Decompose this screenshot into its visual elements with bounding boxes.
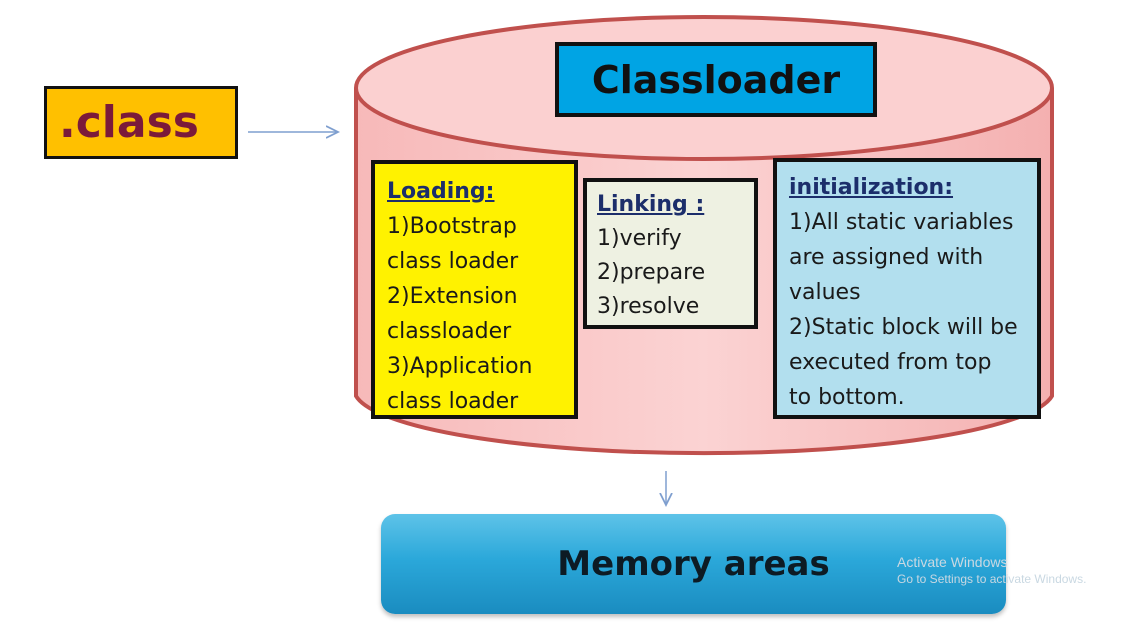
linking-panel: Linking : 1)verify 2)prepare 3)resolve [583, 178, 758, 329]
loading-line: classloader [387, 319, 512, 344]
loading-panel: Loading: 1)Bootstrap class loader 2)Exte… [371, 160, 578, 419]
initialization-line: are assigned with [789, 245, 984, 270]
linking-line: 3)resolve [597, 294, 700, 319]
memory-areas-box: Memory areas [381, 514, 1006, 614]
class-file-box: .class [44, 86, 238, 159]
initialization-line: 1)All static variables [789, 210, 1014, 235]
initialization-panel: initialization: 1)All static variables a… [773, 158, 1041, 419]
loading-line: class loader [387, 389, 519, 414]
watermark-subtitle: Go to Settings to activate Windows. [897, 572, 1087, 586]
loading-line: 3)Application [387, 354, 533, 379]
classloader-title: Classloader [591, 57, 841, 102]
watermark-title: Activate Windows [897, 554, 1008, 570]
memory-areas-label: Memory areas [557, 544, 830, 584]
linking-heading: Linking : [597, 192, 705, 217]
initialization-line: 2)Static block will be [789, 315, 1018, 340]
initialization-heading: initialization: [789, 175, 954, 200]
initialization-line: to bottom. [789, 385, 905, 410]
initialization-line: values [789, 280, 861, 305]
loading-line: 2)Extension [387, 284, 518, 309]
activation-watermark: Activate Windows Go to Settings to activ… [897, 554, 1086, 586]
classloader-title-box: Classloader [555, 42, 877, 117]
loading-line: class loader [387, 249, 519, 274]
loading-line: 1)Bootstrap [387, 214, 517, 239]
class-file-label: .class [59, 97, 199, 148]
initialization-line: executed from top [789, 350, 992, 375]
linking-line: 2)prepare [597, 260, 706, 285]
loading-heading: Loading: [387, 179, 495, 204]
linking-line: 1)verify [597, 226, 682, 251]
